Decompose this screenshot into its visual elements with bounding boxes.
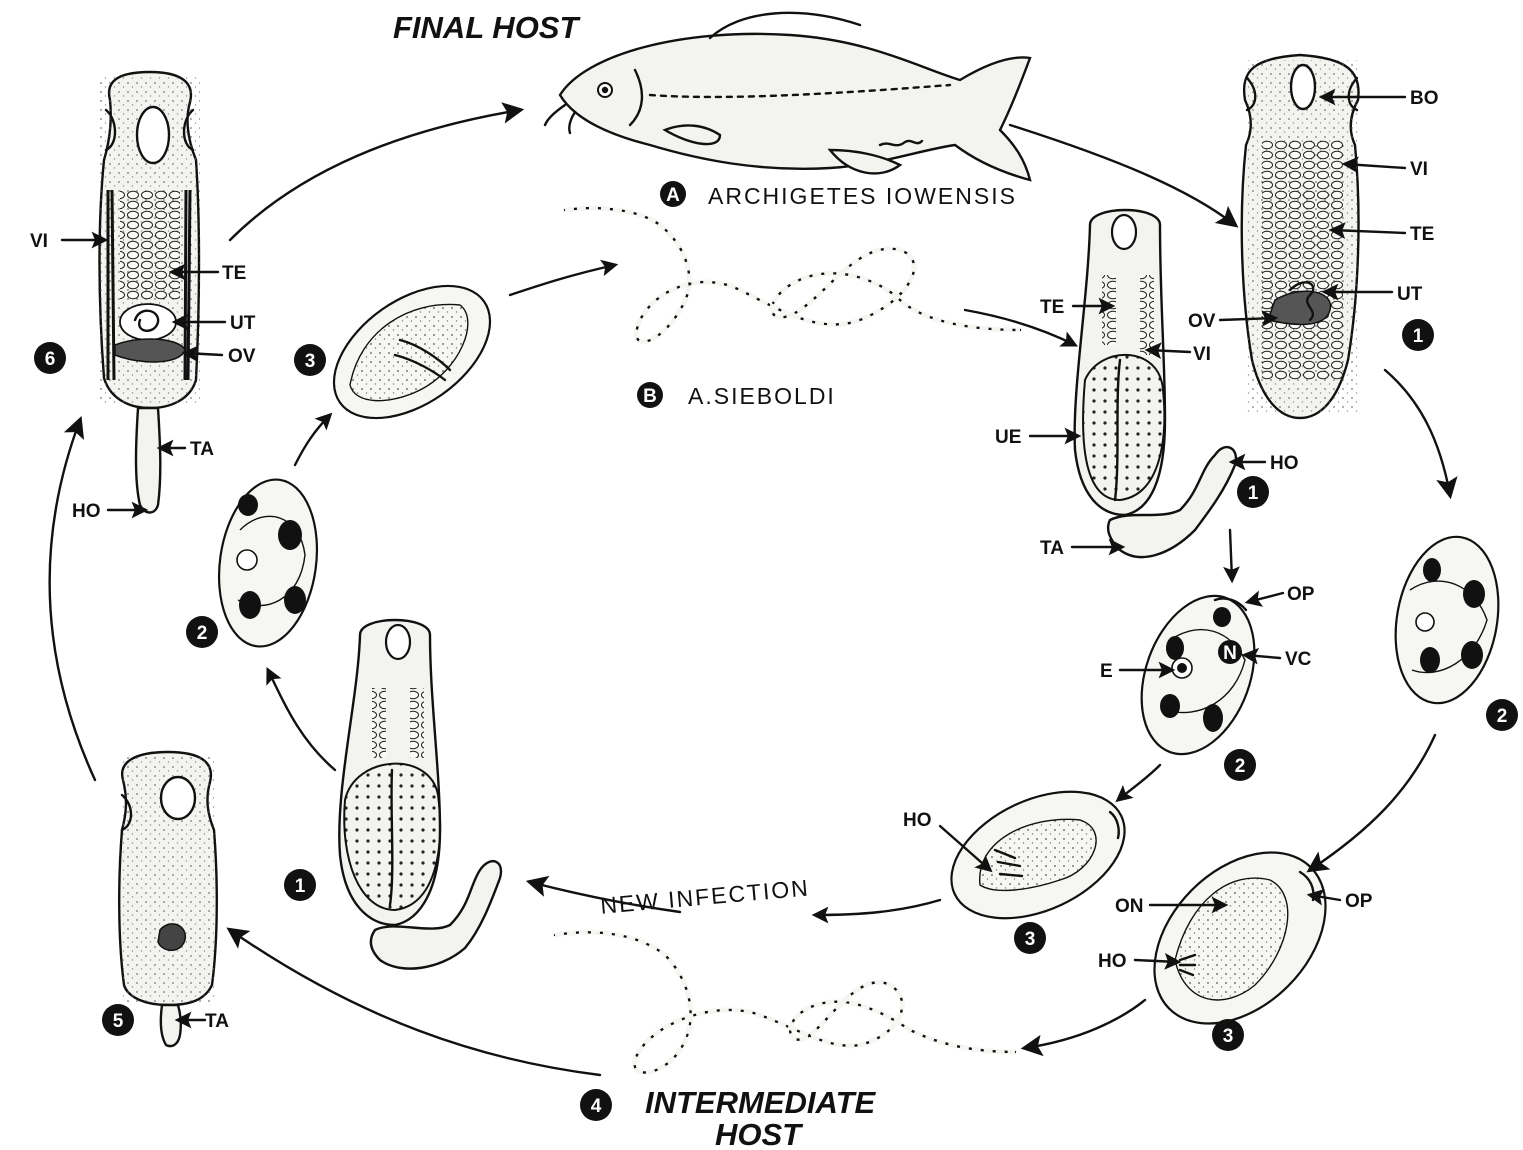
stage-number-6: 6: [45, 349, 56, 370]
final-host-heading: FINAL HOST: [393, 10, 581, 45]
stage-number-3-egg-top-left: 3: [305, 351, 316, 372]
label-ta-stage5: TA: [205, 1011, 229, 1032]
label-vi-procercoid-right: VI: [1193, 344, 1211, 365]
adult-worm-left-illustration: [100, 72, 201, 513]
nucleus-letter: N: [1223, 643, 1237, 664]
label-ho-egg-center: HO: [903, 810, 932, 831]
label-te-left: TE: [222, 263, 246, 284]
stage-number-1-procercoid-left: 1: [295, 876, 306, 897]
label-vc: VC: [1285, 649, 1312, 670]
adult-worm-right-illustration: [1242, 55, 1359, 418]
label-vi-left: VI: [30, 231, 48, 252]
intermediate-host-heading-line2: HOST: [715, 1117, 804, 1150]
new-infection-caption: NEW INFECTION: [599, 875, 810, 919]
species-b-badge-letter: B: [643, 386, 657, 407]
label-ho-procercoid-right: HO: [1270, 453, 1299, 474]
procercoid-left-illustration: [339, 620, 501, 969]
label-te-procercoid-right: TE: [1040, 297, 1064, 318]
label-on: ON: [1115, 896, 1144, 917]
label-ut-right: UT: [1397, 284, 1423, 305]
intermediate-host-heading-line1: INTERMEDIATE: [645, 1085, 877, 1120]
tubifex-worm-top-illustration: [565, 208, 1020, 342]
stage-number-2-egg-far-right: 2: [1497, 706, 1508, 727]
stage-number-3-egg-center-right: 3: [1025, 929, 1036, 950]
egg-larva-center-right: [931, 766, 1144, 943]
label-te-right: TE: [1410, 224, 1434, 245]
label-ta-procercoid-right: TA: [1040, 538, 1064, 559]
stage-number-1-procercoid-right: 1: [1248, 483, 1259, 504]
stage-number-2-egg-left: 2: [197, 623, 208, 644]
label-ut-left: UT: [230, 313, 256, 334]
label-ov-right: OV: [1188, 311, 1216, 332]
species-a-badge-letter: A: [666, 185, 680, 206]
stage-number-4: 4: [591, 1096, 602, 1117]
egg-embryonated-far-right: [1383, 529, 1511, 712]
label-op-egg-bottom: OP: [1345, 891, 1373, 912]
label-ta-left: TA: [190, 439, 214, 460]
label-e: E: [1100, 661, 1113, 682]
egg-oncosphere-bottom-right: [1121, 819, 1359, 1057]
stage-number-3-egg-bottom-right: 3: [1223, 1026, 1234, 1047]
egg-embryonated-center-right: N: [1121, 580, 1275, 770]
label-bo-right: BO: [1410, 88, 1439, 109]
label-op-egg-center: OP: [1287, 584, 1315, 605]
egg-embryonated-left: [209, 473, 327, 653]
young-worm-stage5-illustration: [119, 752, 217, 1046]
stage-number-1-right-adult: 1: [1413, 326, 1424, 347]
procercoid-right-illustration: [1075, 210, 1236, 557]
label-ov-left: OV: [228, 346, 256, 367]
stage-number-2-egg-center: 2: [1235, 756, 1246, 777]
species-a-name: ARCHIGETES IOWENSIS: [708, 183, 1017, 209]
species-b-name: A.SIEBOLDI: [688, 383, 836, 409]
stage-number-5: 5: [113, 1011, 124, 1032]
label-ue: UE: [995, 427, 1021, 448]
carp-fish-illustration: [545, 13, 1030, 180]
tubifex-worm-bottom-illustration: [555, 932, 1015, 1072]
label-ho-egg-bottom: HO: [1098, 951, 1127, 972]
label-vi-right: VI: [1410, 159, 1428, 180]
label-ho-left: HO: [72, 501, 101, 522]
stage-badges: 1 1 2 2 3 3 3 2 1 6 5 4: [34, 319, 1518, 1121]
egg-larva-top-left: [310, 259, 514, 445]
